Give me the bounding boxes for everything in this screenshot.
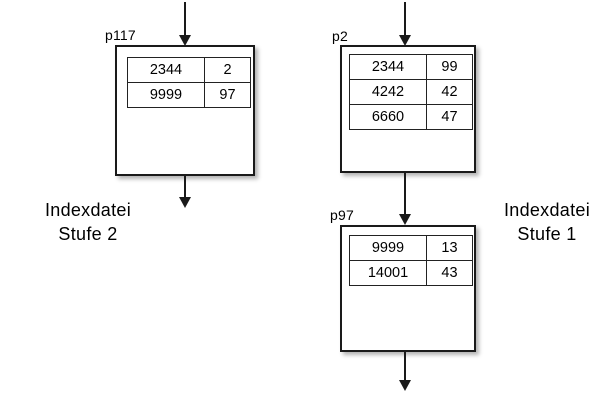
entry-table-p117: 2344 2 9999 97 (127, 57, 251, 108)
entry-table-p2: 2344 99 4242 42 6660 47 (349, 54, 473, 130)
entry-pointer: 99 (426, 54, 473, 80)
arrow-into-p2-icon (399, 2, 411, 46)
caption-right-line2: Stufe 1 (517, 224, 577, 245)
entry-key: 14001 (349, 260, 427, 286)
arrow-out-of-p117-icon (179, 176, 191, 208)
table-row: 6660 47 (349, 104, 473, 130)
arrow-p2-to-p97-icon (399, 173, 411, 225)
table-row: 14001 43 (349, 260, 473, 286)
entry-pointer: 2 (204, 57, 251, 83)
caption-left-line1: Indexdatei (44, 200, 132, 220)
arrow-out-of-p97-icon (399, 352, 411, 391)
entry-key: 2344 (127, 57, 205, 83)
entry-key: 2344 (349, 54, 427, 80)
entry-pointer: 47 (426, 104, 473, 130)
entry-pointer: 43 (426, 260, 473, 286)
entry-pointer: 13 (426, 235, 473, 261)
node-label-p117: p117 (105, 27, 136, 43)
entry-table-p97: 9999 13 14001 43 (349, 235, 473, 286)
entry-pointer: 97 (204, 82, 251, 108)
entry-key: 9999 (127, 82, 205, 108)
node-label-p97: p97 (330, 207, 354, 223)
caption-right: Indexdatei Stufe 1 (492, 198, 602, 247)
entry-key: 6660 (349, 104, 427, 130)
caption-left: Indexdatei Stufe 2 (18, 198, 158, 247)
entry-pointer: 42 (426, 79, 473, 105)
table-row: 9999 13 (349, 235, 473, 261)
caption-left-line2: Stufe 2 (58, 224, 118, 245)
node-label-p2: p2 (332, 28, 348, 44)
entry-key: 4242 (349, 79, 427, 105)
entry-key: 9999 (349, 235, 427, 261)
caption-right-line1: Indexdatei (503, 200, 591, 220)
table-row: 2344 2 (127, 57, 251, 83)
table-row: 4242 42 (349, 79, 473, 105)
table-row: 9999 97 (127, 82, 251, 108)
table-row: 2344 99 (349, 54, 473, 80)
arrow-into-p117-icon (179, 2, 191, 46)
